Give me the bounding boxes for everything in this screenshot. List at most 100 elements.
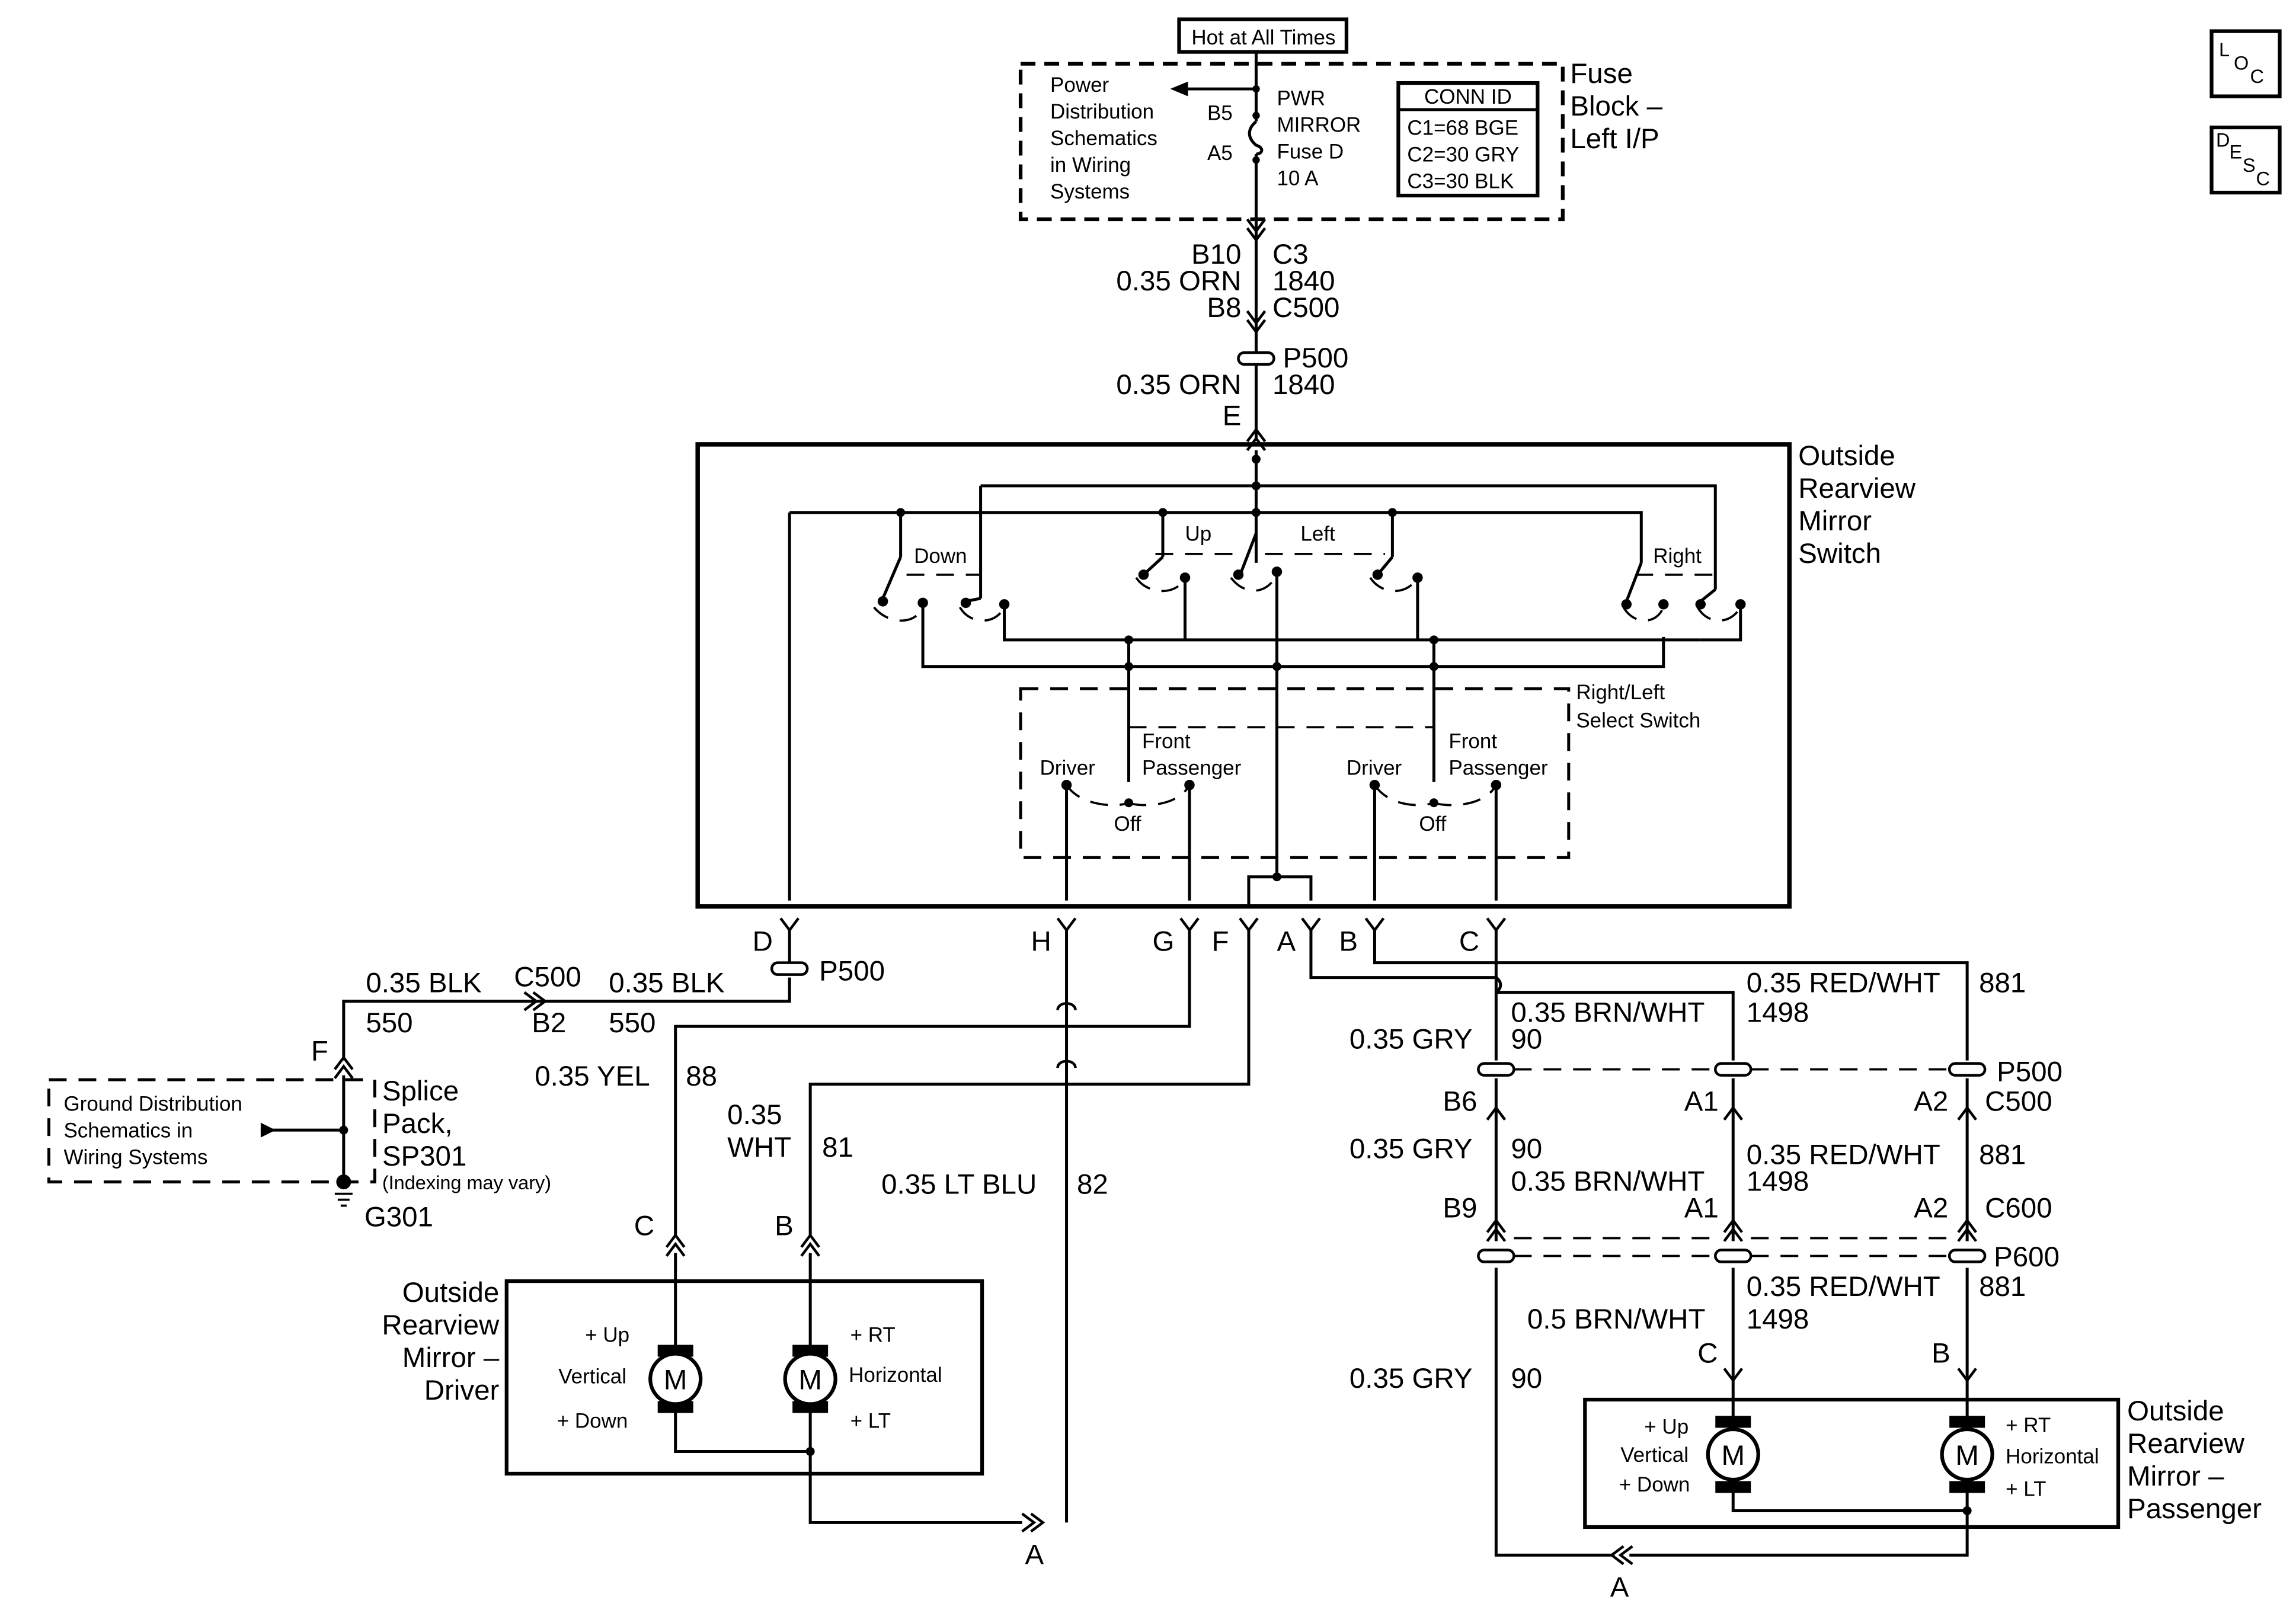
passenger-vertical-motor-icon: M	[1706, 1416, 1760, 1493]
svg-text:Select Switch: Select Switch	[1576, 709, 1700, 732]
svg-text:90: 90	[1511, 1134, 1542, 1165]
mirror-switch-box	[695, 442, 1792, 909]
svg-text:P500: P500	[819, 956, 885, 987]
passenger-mirror-box	[1583, 1397, 2121, 1529]
svg-text:Right/Left: Right/Left	[1576, 681, 1665, 704]
svg-text:C1=68 BGE: C1=68 BGE	[1407, 117, 1518, 140]
fuse-symbol-icon	[1248, 120, 1264, 156]
svg-text:Mirror: Mirror	[1798, 505, 1872, 537]
svg-text:0.35 ORN: 0.35 ORN	[1116, 369, 1241, 401]
ground-symbol-icon	[334, 1192, 353, 1207]
svg-text:88: 88	[686, 1061, 717, 1092]
select-switch-box	[1019, 687, 1571, 859]
svg-text:90: 90	[1511, 1024, 1542, 1055]
svg-text:SP301: SP301	[382, 1141, 467, 1172]
svg-text:Systems: Systems	[1050, 180, 1130, 203]
conn-id-table: CONN ID C1=68 BGE C2=30 GRY C3=30 BLK	[1396, 81, 1540, 198]
svg-text:C500: C500	[1272, 292, 1339, 324]
svg-text:1840: 1840	[1272, 265, 1335, 297]
svg-text:(Indexing may vary): (Indexing may vary)	[382, 1172, 551, 1193]
passenger-mirror-wiring	[1309, 930, 1969, 1557]
svg-text:Driver: Driver	[1347, 756, 1402, 779]
splice-dot	[339, 1125, 348, 1135]
svg-text:881: 881	[1979, 968, 2026, 999]
switch-contacts	[877, 532, 1746, 790]
svg-text:Outside: Outside	[1798, 440, 1895, 472]
right-wire-labels: 0.35 RED/WHT 881 0.35 BRN/WHT 1498 0.35 …	[1350, 968, 2062, 1394]
svg-text:Front: Front	[1142, 729, 1191, 753]
svg-text:Passenger: Passenger	[1448, 756, 1548, 779]
driver-mirror-box	[504, 1279, 984, 1476]
right-connectors	[1477, 1062, 1987, 1566]
svg-text:Horizontal: Horizontal	[2006, 1445, 2099, 1468]
svg-text:S: S	[2243, 155, 2256, 176]
svg-text:0.35 BLK: 0.35 BLK	[609, 968, 725, 999]
svg-text:A2: A2	[1914, 1086, 1948, 1118]
svg-text:Vertical: Vertical	[558, 1365, 626, 1388]
svg-text:+ Down: + Down	[1619, 1473, 1690, 1496]
splice-dot	[1252, 156, 1260, 164]
connector-c500-icon	[1246, 310, 1267, 334]
svg-text:Driver: Driver	[1040, 756, 1096, 779]
svg-text:A: A	[1277, 926, 1296, 958]
svg-text:E: E	[2230, 142, 2243, 163]
svg-text:B: B	[775, 1211, 794, 1242]
switch-pin-labels: D H G F A B C	[753, 926, 1479, 958]
svg-text:10 A: 10 A	[1277, 167, 1319, 190]
svg-text:Mirror –: Mirror –	[402, 1342, 500, 1374]
svg-text:+ Down: + Down	[557, 1409, 628, 1432]
switch-pin-connectors	[779, 917, 1507, 933]
svg-text:1498: 1498	[1747, 1304, 1809, 1335]
svg-text:Right: Right	[1653, 545, 1702, 568]
connector-c3-icon	[1246, 218, 1267, 242]
svg-text:Front: Front	[1448, 729, 1497, 753]
connector-p500-icon	[1237, 351, 1275, 366]
switch-splices	[896, 454, 1438, 882]
svg-text:B: B	[1932, 1338, 1950, 1369]
svg-text:0.35 RED/WHT: 0.35 RED/WHT	[1747, 968, 1940, 999]
loc-icon[interactable]: L O C	[2209, 29, 2282, 98]
svg-text:Block –: Block –	[1570, 91, 1662, 122]
svg-text:O: O	[2234, 53, 2249, 74]
svg-text:82: 82	[1077, 1169, 1108, 1201]
svg-text:0.35 GRY: 0.35 GRY	[1350, 1024, 1473, 1055]
svg-text:Schematics: Schematics	[1050, 127, 1157, 150]
svg-text:+ LT: + LT	[850, 1409, 891, 1432]
passenger-horizontal-motor-icon: M	[1940, 1416, 1994, 1493]
splice-dot	[805, 1446, 815, 1456]
svg-text:90: 90	[1511, 1363, 1542, 1394]
svg-text:Wiring Systems: Wiring Systems	[63, 1146, 207, 1169]
svg-text:Passenger: Passenger	[2127, 1493, 2262, 1525]
svg-text:+ Up: + Up	[1644, 1415, 1689, 1438]
svg-text:Rearview: Rearview	[382, 1310, 500, 1341]
power-dist-label: Power Distribution Schematics in Wiring …	[1050, 73, 1157, 203]
driver-mirror-labels: Outside Rearview Mirror – Driver + Up Ve…	[382, 1277, 1044, 1570]
svg-text:0.35 YEL: 0.35 YEL	[535, 1061, 650, 1092]
svg-text:0.35 ORN: 0.35 ORN	[1116, 265, 1241, 297]
svg-text:Power: Power	[1050, 73, 1109, 97]
svg-text:0.35 BLK: 0.35 BLK	[366, 968, 482, 999]
svg-text:P500: P500	[1997, 1057, 2062, 1088]
svg-text:Left: Left	[1300, 522, 1335, 545]
driver-mirror-connectors	[665, 1002, 1077, 1533]
connector-linkage	[1514, 1068, 1950, 1257]
svg-text:0.35 RED/WHT: 0.35 RED/WHT	[1747, 1271, 1940, 1302]
svg-text:0.35 RED/WHT: 0.35 RED/WHT	[1747, 1140, 1940, 1171]
svg-text:0.35 GRY: 0.35 GRY	[1350, 1134, 1473, 1165]
desc-icon[interactable]: D E S C	[2209, 125, 2282, 195]
svg-text:M: M	[1721, 1440, 1745, 1471]
svg-text:D: D	[753, 926, 773, 958]
svg-text:M: M	[664, 1364, 687, 1395]
svg-text:0.35: 0.35	[727, 1099, 782, 1131]
connector-c500-icon	[523, 991, 548, 1012]
svg-text:1840: 1840	[1272, 369, 1335, 401]
svg-text:881: 881	[1979, 1271, 2026, 1302]
svg-text:C500: C500	[514, 962, 581, 993]
svg-text:Schematics in: Schematics in	[63, 1119, 193, 1142]
svg-text:F: F	[311, 1036, 328, 1067]
splice-dot	[1252, 111, 1260, 120]
svg-text:1498: 1498	[1747, 1166, 1809, 1198]
left-wire-labels: 0.35 YEL 88 0.35 WHT 81 0.35 LT BLU 82 C…	[535, 1061, 1108, 1241]
svg-text:Rearview: Rearview	[2127, 1428, 2245, 1459]
